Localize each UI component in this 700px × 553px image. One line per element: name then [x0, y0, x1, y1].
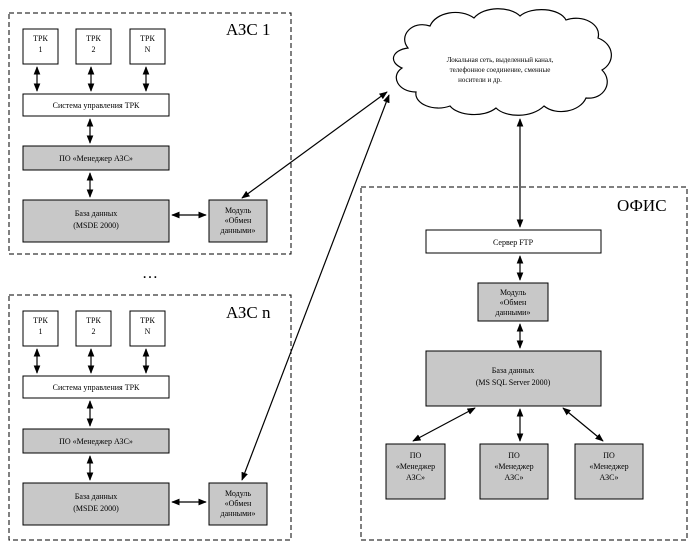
arrow-db-client-1 — [412, 407, 476, 442]
trk-2-box: ТРК 2 — [75, 28, 112, 65]
azs-n-title: АЗС n — [226, 303, 271, 322]
network-cloud: Локальная сеть, выделенный канал, телефо… — [392, 8, 612, 116]
office-border — [360, 186, 688, 541]
trk-label: ТРК — [33, 316, 48, 325]
azs-n-group: АЗС n ТРК 1 ТРК 2 ТРК N Система управлен… — [8, 294, 292, 541]
trk-n-box: ТРК N — [129, 28, 166, 65]
office-client-2-box: ПО «Менеджер АЗС» — [479, 443, 549, 500]
office-client-1-box: ПО «Менеджер АЗС» — [385, 443, 446, 500]
arrow-azsn-module-cloud — [241, 94, 390, 481]
database-version: (MSDE 2000) — [73, 504, 119, 513]
ftp-server-label: Сервер FTP — [493, 238, 534, 247]
trk-1-box: ТРК 1 — [22, 28, 59, 65]
cloud-text-line-1: Локальная сеть, выделенный канал, — [447, 56, 554, 64]
control-system-label: Система управления ТРК — [53, 101, 140, 110]
trk-label: ТРК — [140, 34, 155, 43]
client-label: ПО — [508, 451, 520, 460]
client-label: «Менеджер — [494, 462, 533, 471]
trk-number: N — [145, 327, 151, 336]
cloud-text-line-3: носители и др. — [458, 76, 502, 84]
trk-1-box: ТРК 1 — [22, 310, 59, 347]
office-module-box: Модуль «Обмен данными» — [477, 282, 549, 322]
ellipsis: … — [142, 265, 158, 282]
office-group: ОФИС Сервер FTP Модуль «Обмен данными» Б… — [360, 186, 688, 541]
arrow-azs1-module-cloud — [241, 91, 388, 199]
manager-box: ПО «Менеджер АЗС» — [22, 145, 170, 171]
trk-label: ТРК — [86, 316, 101, 325]
client-label: «Менеджер — [396, 462, 435, 471]
office-database-box: База данных (MS SQL Server 2000) — [425, 350, 602, 407]
module-label: «Обмен — [225, 499, 252, 508]
trk-number: 2 — [92, 45, 96, 54]
trk-label: ТРК — [86, 34, 101, 43]
database-version: (MSDE 2000) — [73, 221, 119, 230]
module-label: Модуль — [500, 288, 526, 297]
module-box: Модуль «Обмен данными» — [208, 199, 268, 243]
trk-label: ТРК — [33, 34, 48, 43]
trk-n-box: ТРК N — [129, 310, 166, 347]
manager-label: ПО «Менеджер АЗС» — [59, 437, 133, 446]
azs-1-group: АЗС 1 ТРК 1 ТРК 2 ТРК N Система управлен… — [8, 12, 292, 255]
client-label: «Менеджер — [589, 462, 628, 471]
cloud-shape — [392, 8, 612, 116]
manager-box: ПО «Менеджер АЗС» — [22, 428, 170, 454]
trk-number: N — [145, 45, 151, 54]
trk-2-box: ТРК 2 — [75, 310, 112, 347]
database-box: База данных (MSDE 2000) — [22, 199, 170, 243]
module-label: Модуль — [225, 489, 251, 498]
azs-1-title: АЗС 1 — [226, 20, 270, 39]
module-label: «Обмен — [500, 298, 527, 307]
trk-number: 2 — [92, 327, 96, 336]
cloud-text-line-2: телефонное соединение, сменные — [450, 66, 551, 74]
client-label: АЗС» — [406, 473, 425, 482]
module-box: Модуль «Обмен данными» — [208, 482, 268, 526]
trk-label: ТРК — [140, 316, 155, 325]
module-label: данными» — [496, 308, 531, 317]
trk-number: 1 — [39, 45, 43, 54]
module-label: «Обмен — [225, 216, 252, 225]
control-system-box: Система управления ТРК — [22, 375, 170, 399]
office-title: ОФИС — [617, 196, 667, 215]
database-label: База данных — [75, 209, 117, 218]
manager-label: ПО «Менеджер АЗС» — [59, 154, 133, 163]
control-system-label: Система управления ТРК — [53, 383, 140, 392]
database-box: База данных (MSDE 2000) — [22, 482, 170, 526]
client-label: АЗС» — [600, 473, 619, 482]
database-label: База данных — [492, 366, 534, 375]
database-version: (MS SQL Server 2000) — [476, 378, 551, 387]
client-label: АЗС» — [505, 473, 524, 482]
ftp-server-box: Сервер FTP — [425, 229, 602, 254]
client-label: ПО — [603, 451, 615, 460]
module-label: данными» — [221, 509, 256, 518]
trk-number: 1 — [39, 327, 43, 336]
client-label: ПО — [410, 451, 422, 460]
control-system-box: Система управления ТРК — [22, 93, 170, 117]
arrow-db-client-3 — [562, 407, 604, 442]
office-client-3-box: ПО «Менеджер АЗС» — [574, 443, 644, 500]
module-label: Модуль — [225, 206, 251, 215]
database-label: База данных — [75, 492, 117, 501]
module-label: данными» — [221, 226, 256, 235]
